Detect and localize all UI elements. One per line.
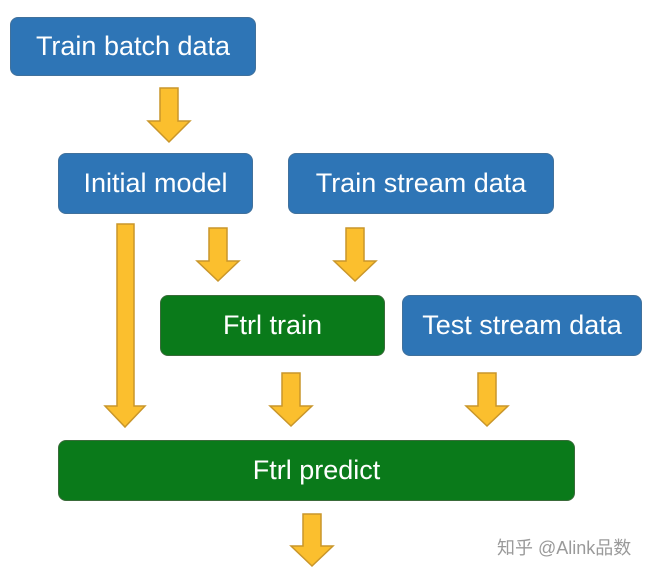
train-stream-data-node: Train stream data bbox=[288, 153, 554, 214]
ftrl-train-node: Ftrl train bbox=[160, 295, 385, 356]
test-stream-data-node: Test stream data bbox=[402, 295, 642, 356]
arrow-batch-to-initial bbox=[146, 87, 192, 144]
watermark-text: 知乎 @Alink品数 bbox=[497, 538, 632, 558]
arrow-initial-to-train bbox=[195, 227, 241, 283]
ftrl-predict-node: Ftrl predict bbox=[58, 440, 575, 501]
initial-model-node: Initial model bbox=[58, 153, 253, 214]
arrow-train-to-predict bbox=[268, 372, 314, 428]
arrow-stream-to-train bbox=[332, 227, 378, 283]
train-batch-data-node: Train batch data bbox=[10, 17, 256, 76]
arrow-predict-output bbox=[289, 513, 335, 568]
arrow-initial-to-predict bbox=[103, 223, 147, 429]
arrow-test-to-predict bbox=[464, 372, 510, 428]
